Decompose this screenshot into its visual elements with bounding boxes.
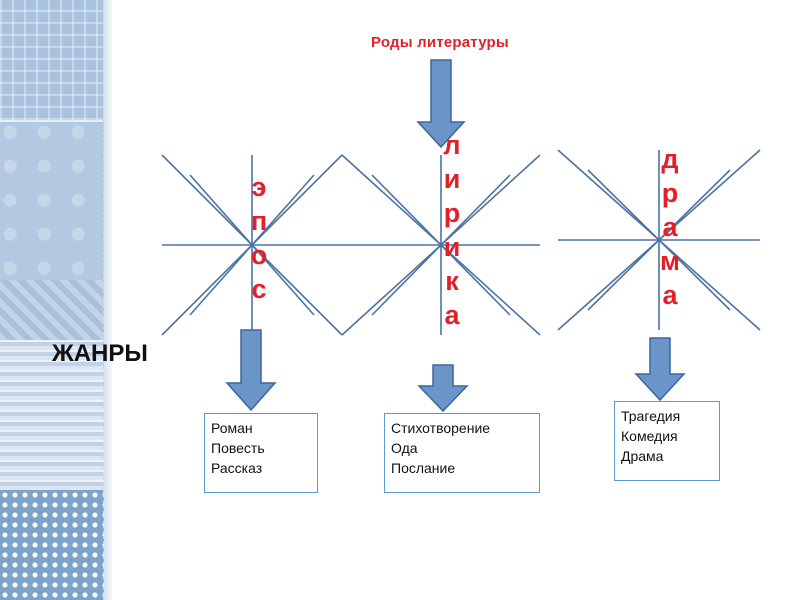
genre-item: Послание	[391, 460, 456, 476]
diagram-title: Роды литературы	[371, 34, 509, 51]
arrow-down-icon	[416, 59, 466, 149]
genre-item: Рассказ	[211, 460, 263, 476]
star-burst-epos	[161, 154, 343, 336]
decorative-side-strip	[0, 0, 112, 600]
letter: д	[661, 144, 679, 174]
star-burst-lirika	[341, 154, 541, 336]
arrow-down-icon	[225, 329, 277, 412]
genre-item: Драма	[621, 448, 664, 464]
genre-item: Стихотворение	[391, 420, 491, 436]
letter: р	[443, 198, 461, 228]
kind-word-epos: э п о с	[244, 170, 274, 306]
genre-item: Ода	[391, 440, 418, 456]
genre-box-lirika: Стихотворение Ода Послание	[384, 413, 540, 493]
pattern-tile-plaid	[0, 0, 104, 120]
letter: э	[251, 172, 267, 202]
pattern-tile-dots	[0, 490, 104, 600]
letter: а	[662, 280, 678, 310]
letter: л	[443, 130, 461, 160]
kind-word-lirika: л и р и к а	[437, 128, 467, 332]
pattern-tile-diagonal	[0, 280, 104, 340]
letter: п	[250, 206, 268, 236]
letter: р	[661, 178, 679, 208]
letter: и	[443, 164, 461, 194]
genre-item: Повесть	[211, 440, 265, 456]
genre-item: Трагедия	[621, 408, 681, 424]
strip-edge-shadow	[104, 0, 112, 600]
genres-label: ЖАНРЫ	[52, 340, 148, 367]
pattern-divider	[0, 120, 104, 122]
letter: а	[444, 300, 460, 330]
star-burst-drama	[557, 149, 761, 331]
genre-item: Комедия	[621, 428, 678, 444]
arrow-down-icon	[417, 364, 469, 413]
letter: о	[250, 240, 268, 270]
letter: к	[445, 266, 459, 296]
genre-box-epos: Роман Повесть Рассказ	[204, 413, 318, 493]
pattern-tile-stars	[0, 122, 104, 280]
kind-word-drama: д р а м а	[655, 142, 685, 312]
genre-item: Роман	[211, 420, 253, 436]
arrow-down-icon	[634, 337, 686, 402]
letter: а	[662, 212, 678, 242]
letter: м	[660, 246, 680, 276]
genre-box-drama: Трагедия Комедия Драма	[614, 401, 720, 481]
pattern-tile-stripes	[0, 340, 104, 490]
letter: и	[443, 232, 461, 262]
letter: с	[251, 274, 267, 304]
